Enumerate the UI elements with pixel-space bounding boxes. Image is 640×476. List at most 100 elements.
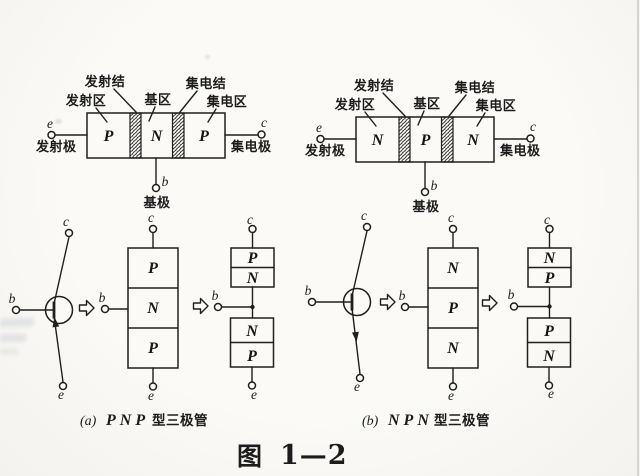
figure-title-number: 1—2 <box>280 440 348 471</box>
emitter-junction-pointer-line <box>113 88 137 113</box>
pnp-structure-region-3: P <box>198 128 209 145</box>
pnp-emitter-arrow-icon <box>52 317 60 328</box>
emitter-region-pointer-line <box>95 107 108 123</box>
npn-terminal-c-letter: c <box>530 119 536 134</box>
npn-base-region-label: 基区 <box>412 96 440 111</box>
npn-terminal-e-circle <box>316 134 325 144</box>
npn-stack-b-circle <box>509 302 519 311</box>
pnp-block-b-letter: b <box>99 290 106 305</box>
npn-diode-stack-diagram: c N P b P N e <box>508 212 572 401</box>
pnp-block-e-letter: e <box>148 388 154 403</box>
npn-stack-b-letter: b <box>508 287 515 302</box>
pnp-symbol-b-circle <box>11 305 21 315</box>
npn-collector-region-label: 集电区 <box>475 98 517 113</box>
pnp-transistor-symbol: b c e <box>9 214 74 402</box>
npn-stack-c-circle <box>545 224 554 234</box>
npn-symbol-c-letter: c <box>361 208 367 223</box>
npn-block-b-circle <box>400 302 410 312</box>
pnp-symbol-e-letter: e <box>58 387 64 402</box>
pnp-symbol-collector-lead <box>53 236 70 305</box>
pnp-terminal-c-circle <box>257 130 266 139</box>
npn-block-diagram: c N P N e b <box>399 210 479 403</box>
pnp-stack-bottom-region-1: N <box>245 323 259 340</box>
caption-b: (b) NPN 型三极管 <box>362 412 490 429</box>
npn-symbol-collector-lead <box>351 230 368 297</box>
caption-a-type: PNP <box>105 412 149 429</box>
npn-terminal-c-circle <box>526 134 535 143</box>
collector-junction-pointer-line <box>448 94 467 117</box>
npn-structure-region-2: P <box>420 132 431 149</box>
npn-structure-diagram: 发射结 集电结 发射区 基区 集电区 N P N e 发射极 c 集电极 b 基… <box>304 78 541 214</box>
pnp-symbol-b-letter: b <box>9 291 16 306</box>
page-edge-shadow <box>637 0 639 476</box>
npn-structure-region-3: N <box>466 132 480 149</box>
pnp-collector-region-label: 集电区 <box>206 94 248 109</box>
pnp-collector-electrode-label: 集电极 <box>230 139 272 154</box>
pnp-diode-stack-diagram: c P N b N P e <box>212 212 275 402</box>
npn-stack-e-letter: e <box>548 386 554 401</box>
npn-symbol-b-circle <box>307 297 317 307</box>
figure-title: 图 1—2 <box>237 440 348 471</box>
npn-stack-top-region-2: P <box>544 270 555 287</box>
transform-arrow-icon <box>379 293 396 311</box>
pnp-terminal-e-letter: e <box>47 116 53 131</box>
npn-base-electrode-label: 基极 <box>411 199 440 214</box>
npn-block-region-1: N <box>446 260 460 277</box>
npn-block-c-circle <box>448 224 458 234</box>
pnp-symbol-e-circle <box>58 381 68 391</box>
emitter-junction-pointer-line <box>382 92 406 117</box>
page-bleedthrough-smudge <box>0 348 18 355</box>
npn-structure-region-1: N <box>371 132 385 149</box>
caption-b-suffix: 型三极管 <box>434 412 490 428</box>
pnp-terminal-e-circle <box>47 130 56 140</box>
npn-emitter-junction-label: 发射结 <box>353 78 395 93</box>
pnp-stack-b-letter: b <box>212 288 219 303</box>
pnp-structure-diagram: 发射结 集电结 发射区 基区 集电区 P N P e 发射极 c 集电极 b 基… <box>35 74 272 210</box>
base-region-pointer-line <box>148 106 156 122</box>
npn-emitter-electrode-label: 发射极 <box>304 143 346 158</box>
npn-block-b-letter: b <box>399 288 406 303</box>
pnp-collector-junction-hatch <box>171 112 185 159</box>
pnp-block-b-circle <box>100 304 110 314</box>
npn-block-region-2: P <box>447 300 458 317</box>
pnp-structure-region-1: P <box>103 128 114 145</box>
collector-junction-pointer-line <box>179 90 198 113</box>
pnp-stack-c-letter: c <box>247 212 253 227</box>
pnp-block-e-circle <box>148 382 158 391</box>
npn-transistor-symbol: b c e <box>305 208 372 394</box>
pnp-block-region-3: P <box>147 340 158 357</box>
page-bleedthrough-smudge <box>0 334 26 342</box>
npn-block-c-letter: c <box>448 210 454 225</box>
pnp-stack-top-region-1: P <box>247 250 258 267</box>
pnp-block-diagram: c P N P e b <box>99 210 179 403</box>
npn-symbol-b-letter: b <box>305 283 312 298</box>
npn-symbol-e-letter: e <box>354 379 360 394</box>
npn-collector-junction-label: 集电结 <box>454 80 496 95</box>
pnp-stack-b-circle <box>213 302 223 312</box>
pnp-emitter-region-label: 发射区 <box>65 93 107 108</box>
pnp-stack-top-region-2: N <box>246 270 260 287</box>
pnp-collector-junction-label: 集电结 <box>185 76 227 91</box>
pnp-terminal-b-letter: b <box>162 174 169 189</box>
caption-b-type: NPN <box>387 412 433 429</box>
caption-a-index: (a) <box>80 414 97 429</box>
pnp-block-region-2: N <box>146 300 160 317</box>
npn-stack-bottom-region-1: P <box>543 323 554 340</box>
caption-a: (a) PNP 型三极管 <box>80 412 208 429</box>
transform-arrow-icon <box>481 294 498 312</box>
npn-stack-top-region-1: N <box>543 250 557 267</box>
npn-emitter-region-label: 发射区 <box>334 97 376 112</box>
collector-region-pointer-line <box>207 108 217 123</box>
emitter-region-pointer-line <box>364 111 377 127</box>
pnp-structure-region-2: N <box>150 128 164 145</box>
pnp-base-region-label: 基区 <box>143 92 171 107</box>
pnp-stack-c-circle <box>248 224 257 234</box>
npn-terminal-b-letter: b <box>431 178 438 193</box>
collector-region-pointer-line <box>476 112 486 127</box>
pnp-terminal-c-letter: c <box>261 115 267 130</box>
pnp-stack-bottom-region-2: P <box>246 348 257 365</box>
scan-speck <box>55 119 62 124</box>
caption-b-index: (b) <box>362 414 379 429</box>
pnp-emitter-junction-label: 发射结 <box>84 74 126 89</box>
